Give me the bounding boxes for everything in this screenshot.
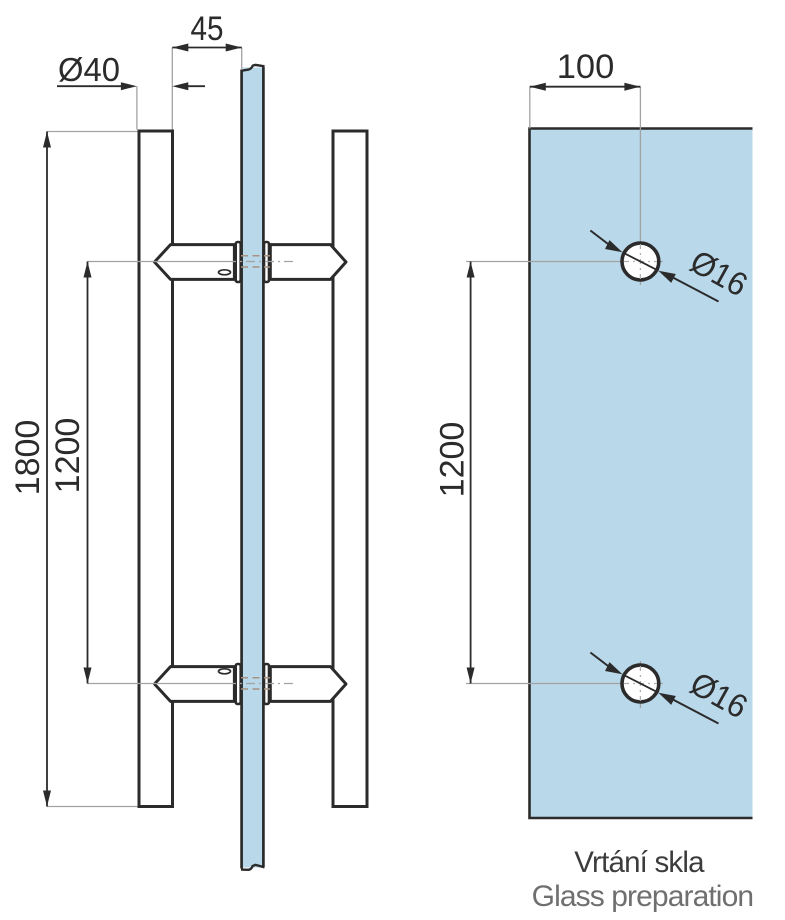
svg-text:100: 100	[557, 48, 615, 86]
svg-text:1800: 1800	[9, 420, 47, 496]
svg-text:1200: 1200	[49, 418, 87, 494]
svg-text:Vrtání skla: Vrtání skla	[574, 846, 705, 879]
svg-text:Ø40: Ø40	[58, 51, 120, 88]
svg-text:1200: 1200	[434, 422, 472, 498]
svg-text:Glass preparation: Glass preparation	[532, 880, 754, 913]
svg-text:45: 45	[191, 10, 224, 48]
